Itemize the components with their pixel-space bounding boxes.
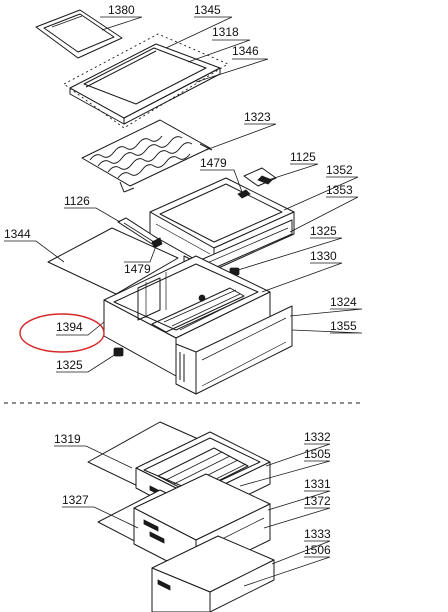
label-1325-lower: 1325 (56, 358, 83, 372)
part-1325-foot-lower (113, 347, 124, 357)
part-1345-shelf-trim (83, 47, 207, 105)
label-1324: 1324 (330, 295, 357, 309)
label-1380: 1380 (108, 3, 135, 17)
label-1325-upper: 1325 (310, 224, 337, 238)
label-1372: 1372 (304, 494, 331, 508)
part-1355-handle-strip (179, 352, 185, 382)
part-1506-drawer-handle (157, 579, 171, 591)
label-1355: 1355 (330, 319, 357, 333)
part-labels: 1380 1345 1318 1346 1323 1479 1125 1352 … (4, 3, 357, 557)
label-1330: 1330 (310, 249, 337, 263)
part-1380-cover (35, 9, 123, 59)
label-1333: 1333 (304, 527, 331, 541)
part-1125-bracket (243, 167, 277, 187)
part-1323-wine-rack (81, 119, 213, 193)
highlight-circle-1394 (19, 313, 105, 353)
label-1332: 1332 (304, 430, 331, 444)
label-1352: 1352 (326, 163, 353, 177)
label-1505: 1505 (304, 447, 331, 461)
part-1324-bin-front (175, 305, 293, 395)
label-1319: 1319 (54, 432, 81, 446)
part-1318-shelf-outline (63, 33, 229, 129)
label-1125: 1125 (290, 150, 316, 164)
label-1479-lower: 1479 (124, 262, 151, 276)
part-1479-clip-upper (237, 189, 251, 199)
label-1331: 1331 (304, 477, 331, 491)
label-1344: 1344 (4, 227, 31, 241)
leader-lines (4, 16, 363, 587)
part-1479-clip-lower (151, 237, 163, 249)
label-1345: 1345 (194, 3, 221, 17)
part-1333-drawer (151, 535, 275, 612)
part-1344-glass-plate (47, 227, 179, 295)
label-1126: 1126 (64, 194, 90, 208)
label-1323: 1323 (244, 110, 271, 124)
label-1506: 1506 (304, 543, 331, 557)
label-1394: 1394 (56, 320, 83, 334)
label-1327: 1327 (62, 493, 89, 507)
label-1479-upper: 1479 (200, 156, 227, 170)
misc-knob (198, 294, 206, 302)
part-1372-drawer-handle (143, 519, 165, 544)
label-1353: 1353 (326, 183, 353, 197)
label-1318: 1318 (212, 25, 239, 39)
label-1346: 1346 (232, 44, 259, 58)
